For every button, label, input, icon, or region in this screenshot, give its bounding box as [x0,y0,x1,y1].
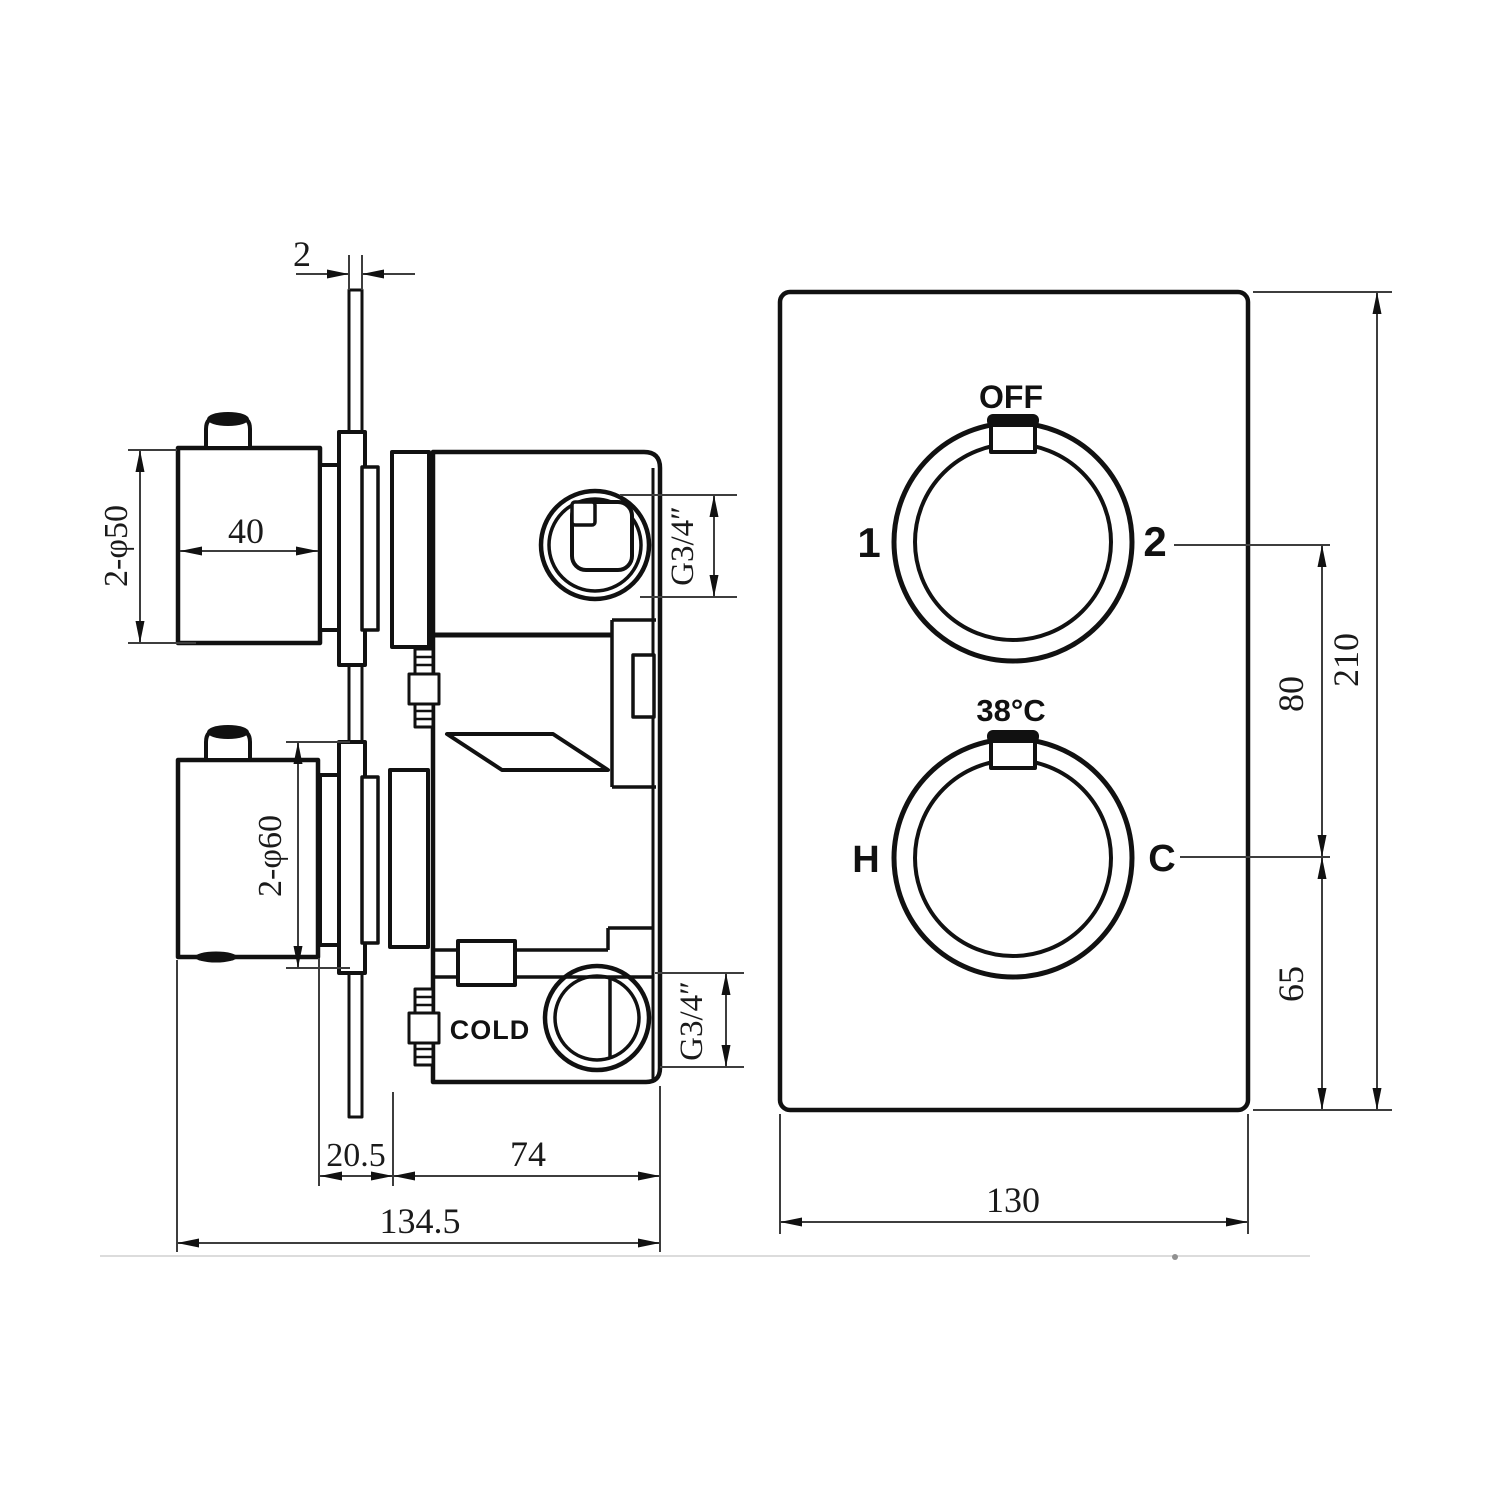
dim-trim-diameter: 2-φ60 [252,741,350,969]
diverter-handle-front: OFF 1 2 [857,379,1167,664]
dim-plate-height: 210 [1253,291,1392,1111]
top-cartridge-sleeve [390,450,431,649]
dim-plate-thickness: 2 [293,234,415,290]
cold-top-screw [456,939,517,987]
adjuster-screw-upper-collar [407,672,441,706]
temp-button-cap [207,725,249,739]
dim-text-total-depth: 134.5 [380,1201,461,1241]
side-view: COLD 2 [98,234,744,1252]
top-trim-ring-rear [360,465,380,632]
diverter-indicator-cap [987,414,1039,427]
dim-text-trim-diameter: 2-φ60 [252,815,289,897]
label-38c: 38°C [976,693,1045,728]
wall-plate-side [347,288,364,1119]
bottom-trim-ring-rear [360,775,380,945]
temp-indicator-cap [987,730,1039,743]
cold-port-inner [553,974,641,1062]
label-position-1: 1 [857,519,880,566]
dim-text-handle-length: 40 [228,511,264,551]
bottom-cartridge-sleeve [388,768,430,949]
diverter-lever [445,732,610,772]
dim-bottom-port-thread: G3/4″ [655,972,744,1068]
label-off: OFF [979,379,1043,415]
label-position-2: 2 [1143,518,1166,565]
temp-handle-front: 38°C H C [852,693,1176,980]
diverter-button-cap [207,412,249,426]
top-port-keyway-notch [570,500,597,527]
dim-plate-width: 130 [779,1114,1249,1234]
temp-handle-shadow [195,951,237,963]
dim-text-130: 130 [986,1180,1040,1220]
dim-text-plate-thickness: 2 [293,234,311,274]
dim-text-body-depth: 74 [510,1134,546,1174]
bottom-trim-ring-front [318,773,341,947]
temp-ring-inner [913,758,1113,958]
dim-top-port-thread: G3/4″ [620,494,737,598]
step-notch [631,653,656,719]
label-cold: C [1148,838,1175,880]
dim-depth-chain: 20.5 74 134.5 [176,958,661,1252]
dim-text-top-port: G3/4″ [665,506,701,586]
dim-text-plate-to-body: 20.5 [326,1137,386,1174]
dim-text-80: 80 [1271,676,1311,712]
cold-inlet-label: COLD [450,1015,531,1045]
dim-text-handle-diameter: 2-φ50 [98,505,135,587]
adjuster-screw-lower-collar [407,1011,441,1045]
dim-handle-diameter: 2-φ50 [98,449,196,644]
label-hot: H [852,839,879,881]
dim-text-65: 65 [1271,966,1311,1002]
scan-artifact-dot [1172,1254,1178,1260]
temp-handle-side [175,757,321,960]
diverter-ring-inner [913,442,1113,642]
dim-handle-length: 40 [180,511,318,556]
dim-handle-centres: 80 65 [1174,544,1330,1110]
wall-plate-front [777,289,1251,1113]
dim-text-210: 210 [1326,633,1366,687]
front-view: OFF 1 2 38°C H C 80 65 [777,289,1392,1234]
dim-text-bottom-port: G3/4″ [674,981,710,1061]
